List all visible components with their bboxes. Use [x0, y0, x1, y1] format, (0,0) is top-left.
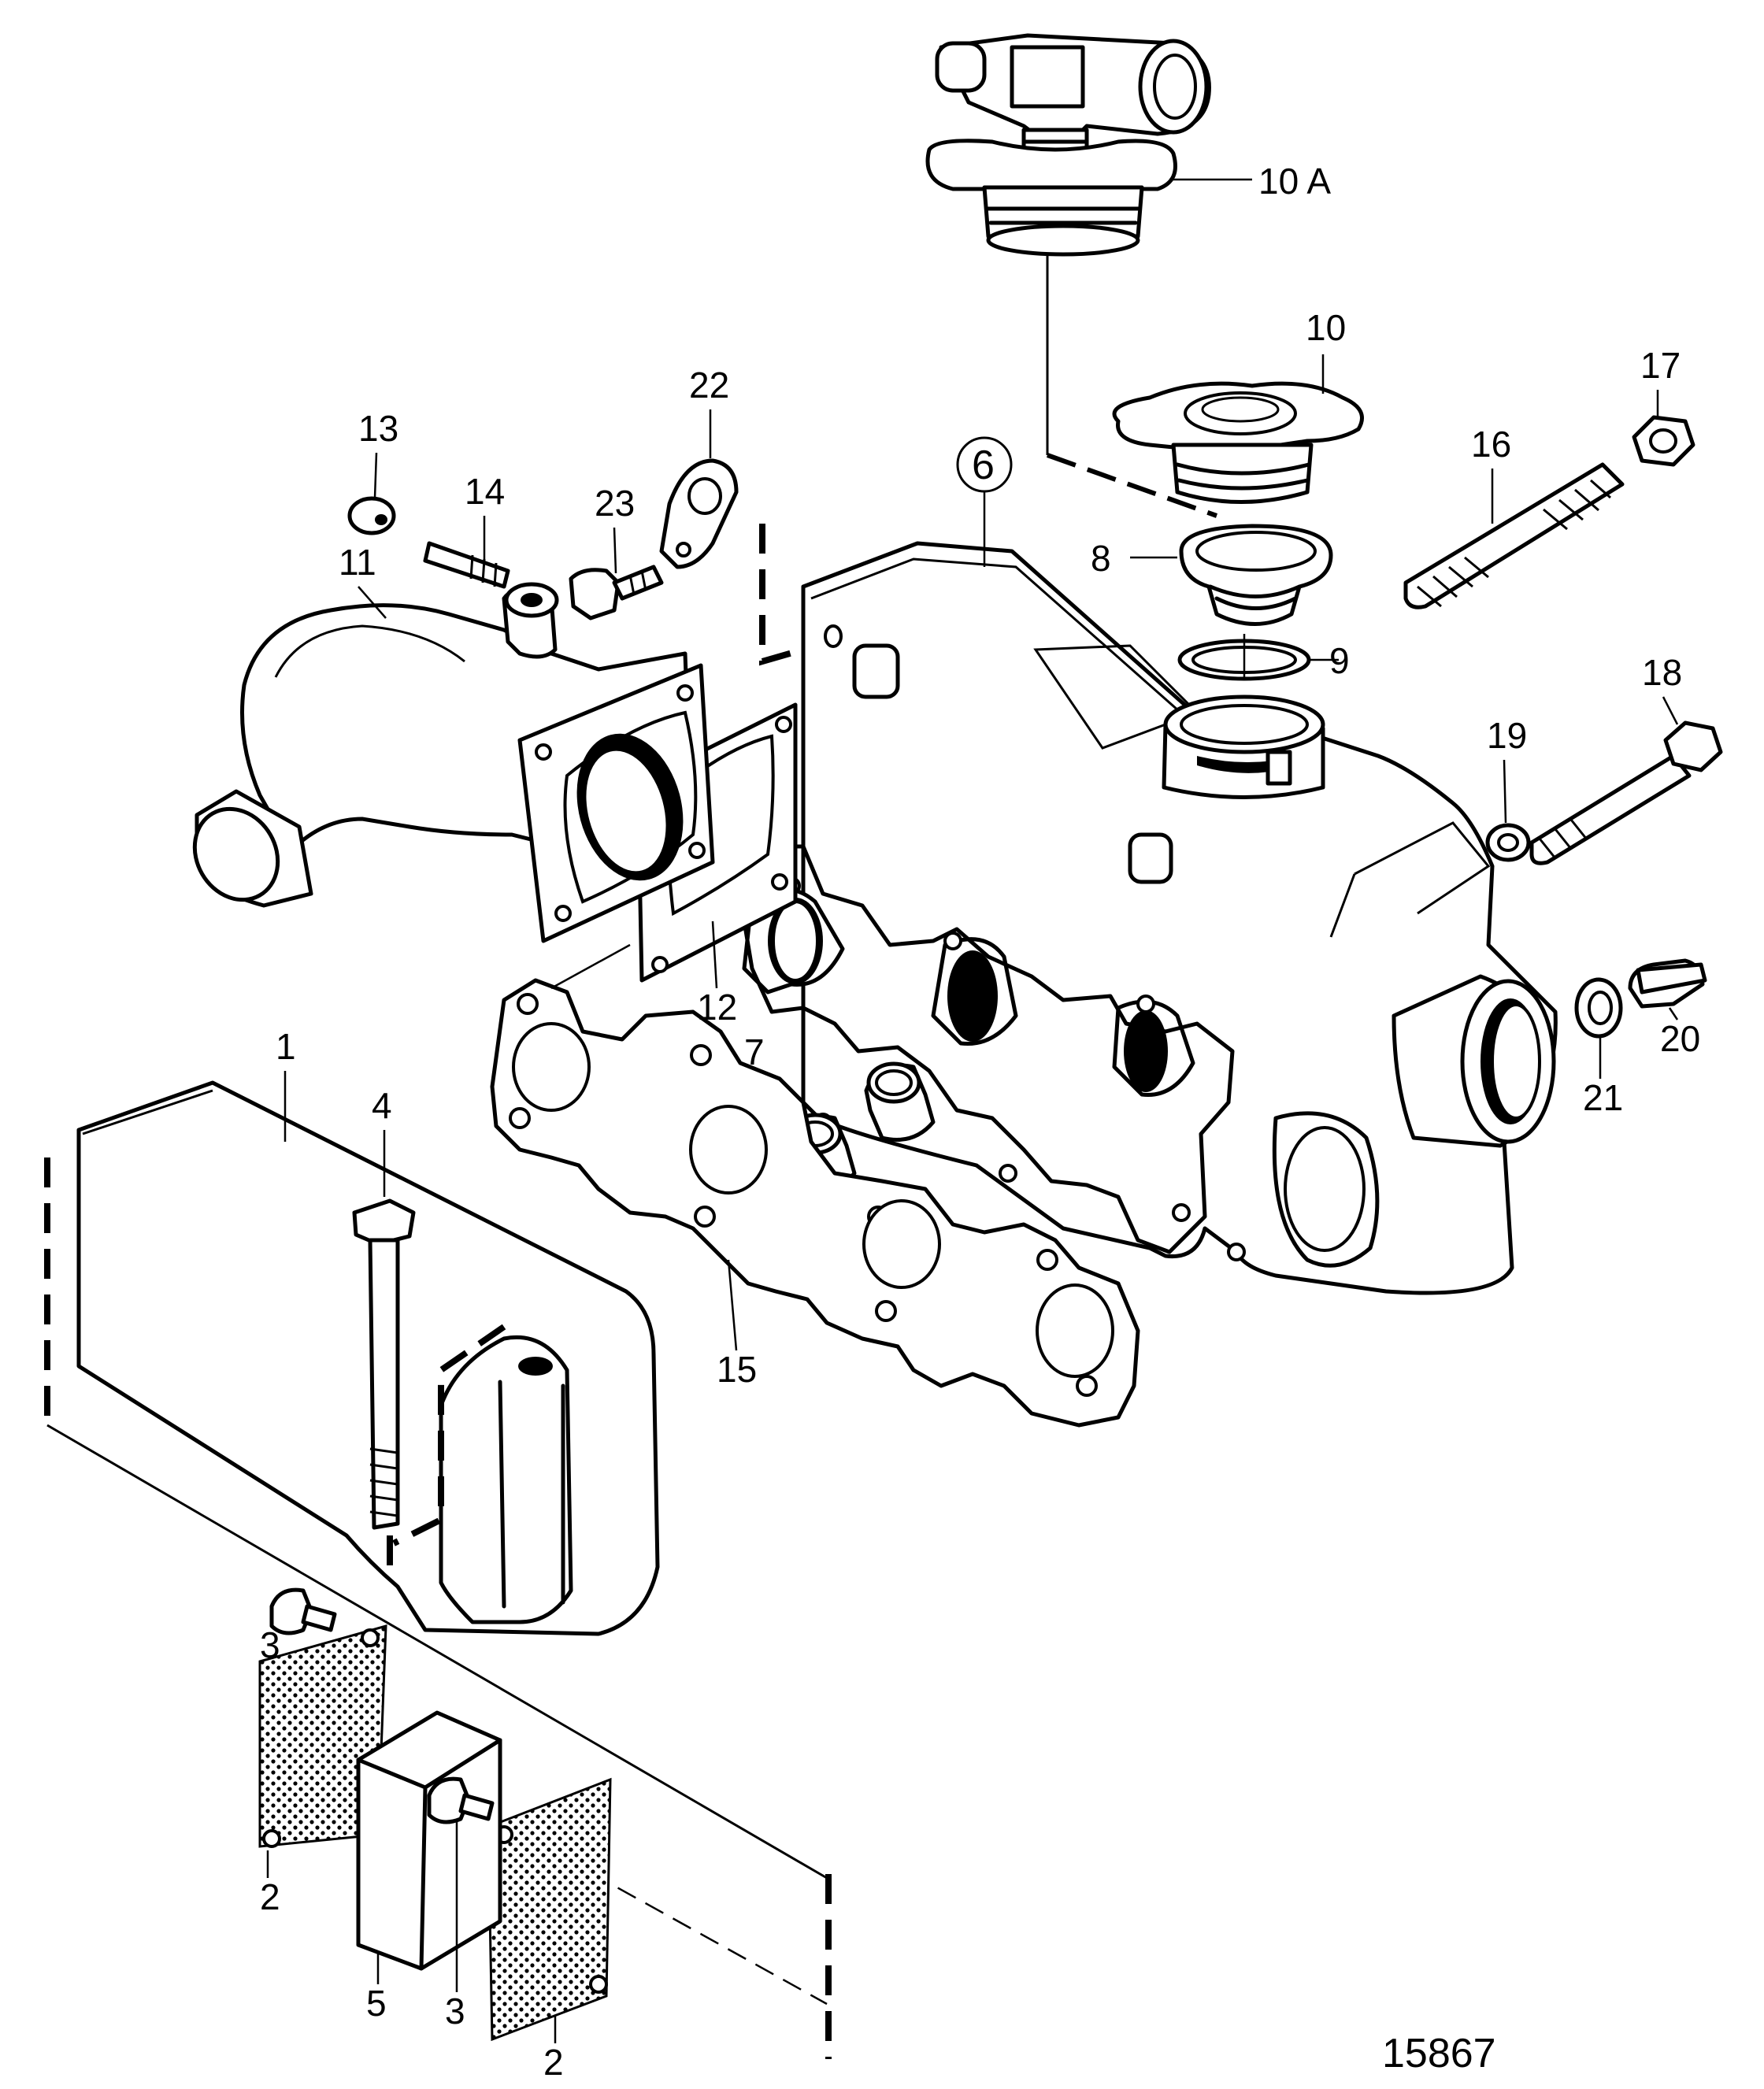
part-18-bolt	[1529, 720, 1723, 865]
part-17-nut	[1632, 415, 1695, 467]
part-2-screen-right	[487, 1777, 612, 2042]
callout-21: 21	[1583, 1077, 1623, 1118]
part-14-stud	[423, 541, 510, 589]
part-23-bolt	[569, 565, 664, 620]
part-4-bolt	[352, 1198, 416, 1530]
callout-12: 12	[697, 987, 737, 1028]
callout-18: 18	[1642, 652, 1682, 693]
part-3-screw-lower	[427, 1776, 495, 1824]
callout-10a: 10 A	[1258, 161, 1331, 202]
callout-15: 15	[717, 1349, 757, 1390]
part-20-drain-plug	[1628, 958, 1707, 1009]
callout-16: 16	[1471, 424, 1511, 465]
callout-4: 4	[372, 1085, 392, 1126]
callout-10: 10	[1306, 307, 1346, 348]
callout-11: 11	[339, 542, 376, 583]
part-21-washer	[1574, 977, 1623, 1039]
callout-8: 8	[1091, 538, 1111, 579]
part-10-filler-cap	[1112, 381, 1364, 504]
callout-1: 1	[276, 1026, 296, 1067]
callout-22: 22	[689, 365, 729, 406]
callout-3b: 3	[445, 1991, 465, 2032]
part-13-nut	[347, 496, 396, 535]
callout-6: 6	[972, 443, 995, 488]
part-5-block	[356, 1710, 502, 1971]
callout-17: 17	[1640, 345, 1681, 386]
part-1-cover	[76, 1080, 660, 1636]
callout-9: 9	[1329, 640, 1350, 681]
callout-13: 13	[358, 408, 398, 449]
part-10a-thermostat-housing	[925, 33, 1211, 257]
callout-23: 23	[595, 483, 635, 524]
part-19-washer	[1485, 823, 1531, 862]
part-3-screw-upper	[269, 1587, 337, 1635]
callout-14: 14	[465, 471, 505, 512]
part-22-gasket	[659, 458, 739, 569]
callout-3a: 3	[260, 1624, 280, 1665]
callout-2a: 2	[260, 1876, 280, 1917]
callout-19: 19	[1487, 715, 1527, 756]
part-8-thermostat	[1179, 524, 1333, 626]
figure-number: 15867	[1382, 2031, 1496, 2076]
part-15-gasket	[490, 978, 1140, 1428]
callout-5: 5	[366, 1983, 387, 2024]
part-11-exhaust-elbow	[192, 582, 715, 943]
callout-2b: 2	[543, 2042, 564, 2083]
callout-20: 20	[1660, 1018, 1700, 1059]
part-16-stud	[1403, 462, 1625, 609]
part-6-exhaust-manifold	[738, 541, 1558, 1295]
